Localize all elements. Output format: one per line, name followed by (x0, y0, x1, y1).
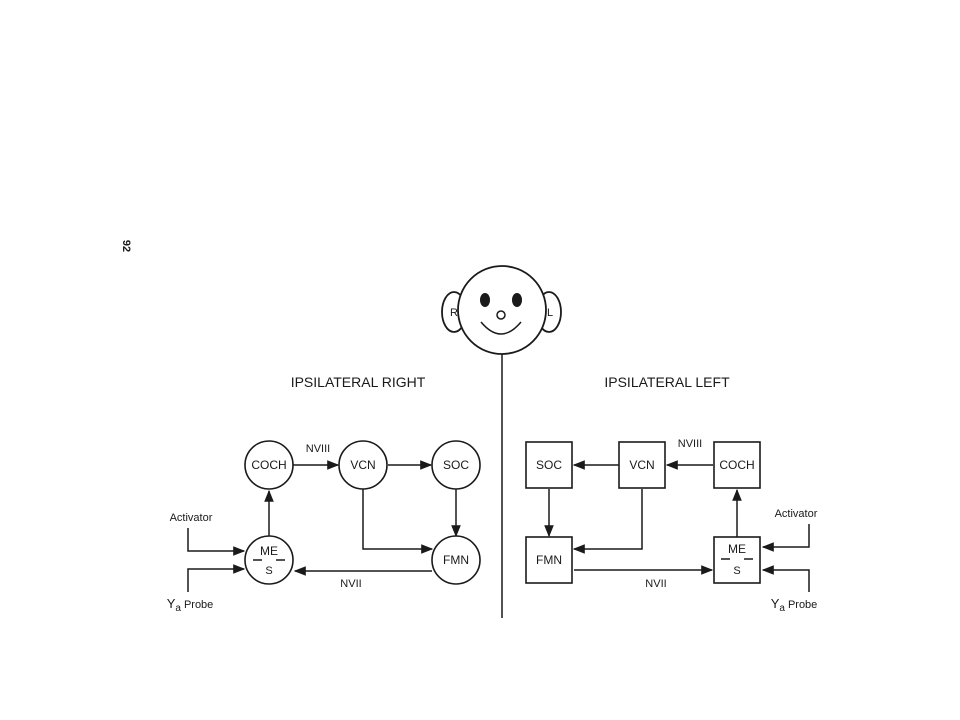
right-vcn-to-fmn (362, 489, 434, 554)
left-probe-y: Y (771, 596, 780, 611)
right-pathway: COCH VCN SOC FMN ME S NVIII NVII Activat… (167, 440, 481, 614)
left-probe-sub: a (779, 603, 785, 614)
left-ear-label: L (547, 307, 553, 319)
left-me-label: ME (728, 542, 746, 556)
left-vcn-to-fmn (572, 489, 643, 554)
left-me-s-label: S (733, 565, 740, 577)
right-me-s-label: S (265, 565, 272, 577)
right-eye (480, 293, 490, 307)
page-number: 92 (120, 240, 132, 252)
right-me-node (244, 535, 294, 585)
left-coch-label: COCH (719, 458, 754, 472)
left-activator-line (761, 524, 810, 552)
right-ear-label: R (450, 307, 458, 319)
right-fmn-label: FMN (443, 553, 469, 567)
left-soc-label: SOC (536, 458, 562, 472)
left-me-node (713, 536, 761, 584)
face-illustration: R L (441, 265, 562, 355)
left-nvii-label: NVII (645, 578, 666, 590)
left-soc-node (525, 441, 573, 489)
ipsilateral-right-title: IPSILATERAL RIGHT (291, 374, 426, 390)
right-coch-node (244, 440, 294, 490)
right-me-label: ME (260, 544, 278, 558)
right-vcn-node (338, 440, 388, 490)
right-nvii-label: NVII (340, 578, 361, 590)
left-fmn-node (525, 536, 573, 584)
right-fmn-node (431, 535, 481, 585)
smile (480, 321, 522, 335)
left-activator-label: Activator (775, 508, 818, 520)
right-soc-node (431, 440, 481, 490)
right-nviii-label: NVIII (306, 443, 330, 455)
left-vcn-label: VCN (629, 458, 654, 472)
right-activator-label: Activator (170, 512, 213, 524)
right-probe-line (187, 564, 246, 592)
right-probe-sub: a (175, 603, 181, 614)
left-pathway: SOC VCN COCH FMN ME S NVIII NVII Activat… (525, 438, 818, 614)
nose (496, 310, 506, 320)
left-nviii-label: NVIII (678, 438, 702, 450)
right-activator-line (187, 528, 246, 556)
right-probe-y: Y (167, 596, 176, 611)
left-probe-line (761, 565, 810, 592)
right-vcn-label: VCN (350, 458, 375, 472)
left-vcn-node (618, 441, 666, 489)
left-fmn-label: FMN (536, 553, 562, 567)
left-eye (512, 293, 522, 307)
left-probe-word: Probe (788, 599, 817, 611)
left-coch-node (713, 441, 761, 489)
right-soc-label: SOC (443, 458, 469, 472)
right-probe-word: Probe (184, 599, 213, 611)
head (457, 265, 547, 355)
right-coch-label: COCH (251, 458, 286, 472)
ipsilateral-left-title: IPSILATERAL LEFT (604, 374, 730, 390)
